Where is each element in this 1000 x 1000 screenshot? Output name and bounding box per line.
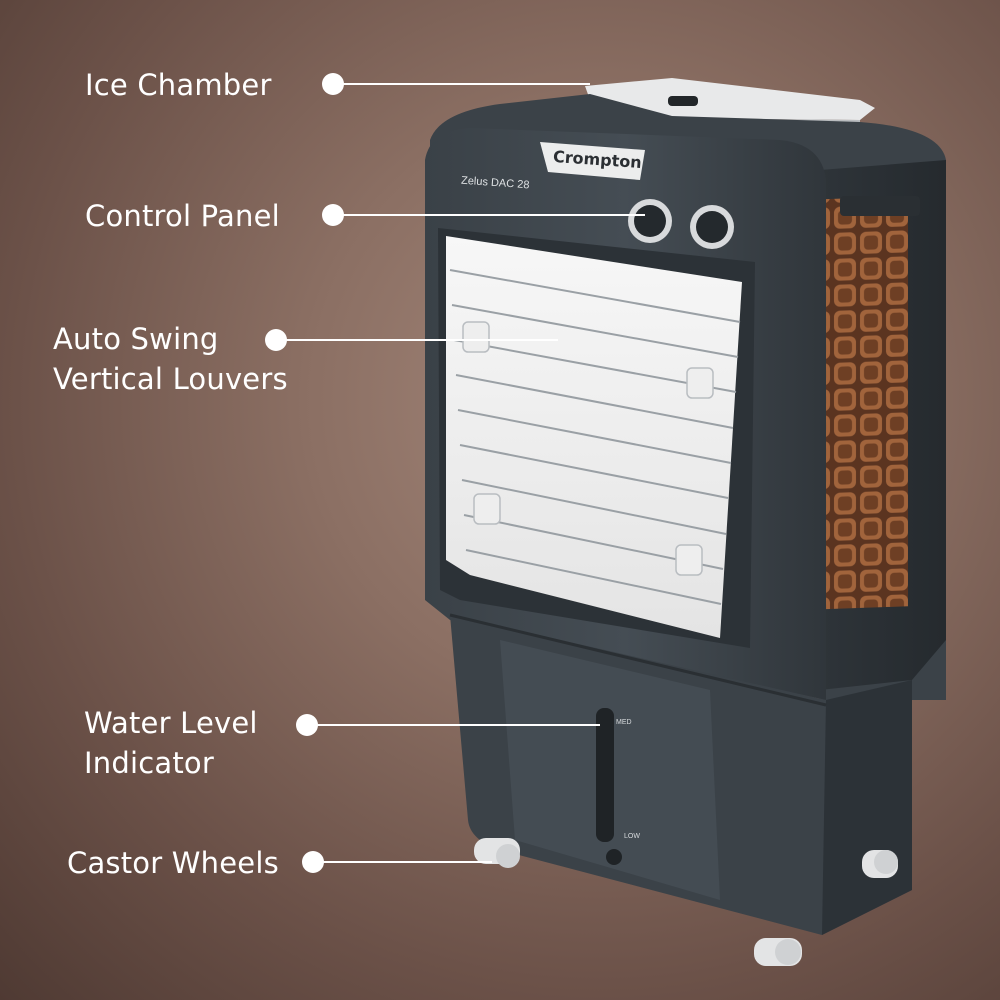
gauge-low-text: LOW (624, 833, 640, 840)
side-handle (840, 196, 920, 216)
callout-ice-chamber-line (340, 83, 590, 85)
callout-control-panel-line (340, 214, 645, 216)
callout-water-level-label-line1: Water Level (84, 706, 258, 740)
callout-ice-chamber-dot (322, 73, 344, 95)
callout-water-level-label-line2: Indicator (84, 746, 214, 780)
louver-clips (462, 321, 714, 576)
callout-control-panel-label: Control Panel (85, 199, 280, 233)
water-level-gauge (596, 708, 622, 865)
callout-control-panel-dot (322, 204, 344, 226)
callout-louvers-line (283, 339, 558, 341)
cooling-pad (826, 196, 908, 610)
callout-louvers-label-line2: Vertical Louvers (53, 362, 288, 396)
control-knobs (628, 199, 734, 249)
callout-water-level-dot (296, 714, 318, 736)
castor-wheels-graphic (474, 838, 898, 966)
callout-castor-wheels-line (320, 861, 492, 863)
callout-louvers-label-line1: Auto Swing (53, 322, 219, 356)
callout-castor-wheels-dot (302, 851, 324, 873)
callout-louvers-dot (265, 329, 287, 351)
callout-water-level-line (314, 724, 600, 726)
gauge-high-text: MED (616, 719, 632, 726)
callout-castor-wheels-label: Castor Wheels (67, 846, 279, 880)
callout-ice-chamber-label: Ice Chamber (85, 68, 272, 102)
brand-badge (540, 142, 645, 180)
